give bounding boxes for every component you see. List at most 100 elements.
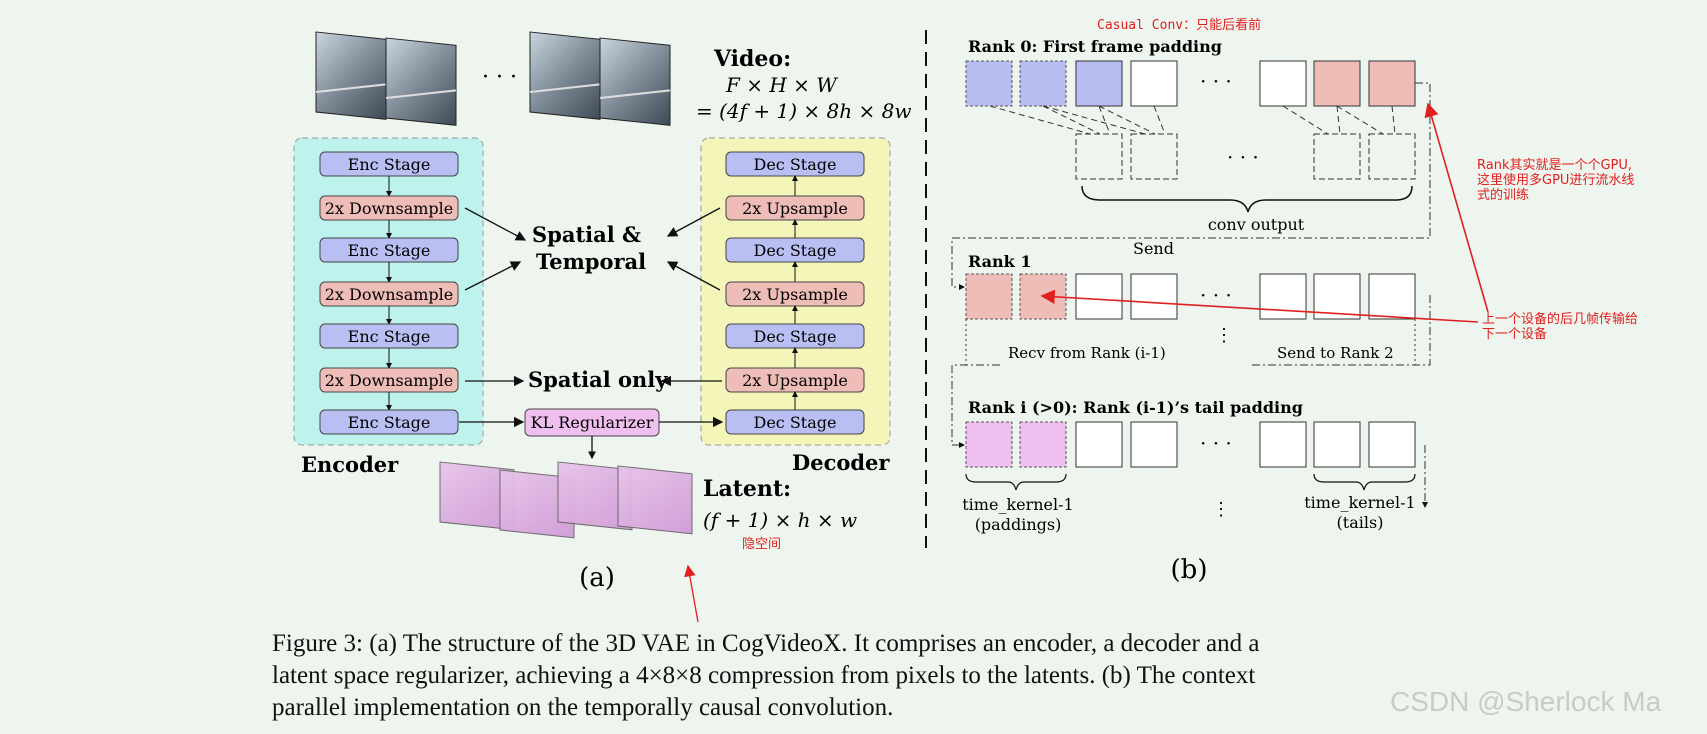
send-label: Send: [1133, 239, 1174, 258]
rank1-pad-1: [965, 273, 1013, 320]
send-to-path: [1252, 295, 1431, 366]
rank1-frame-4: [1313, 273, 1361, 320]
decoder-block-label-5: Dec Stage: [754, 327, 837, 346]
conv-out-4: [1368, 133, 1416, 180]
encoder-block-7: [319, 409, 459, 435]
recv-label: Recv from Rank (i-1): [1008, 344, 1166, 362]
conv-out-1: [1075, 133, 1123, 180]
conv-connect-lines: [989, 105, 1396, 135]
encoder-label: Encoder: [301, 452, 399, 477]
ranki-pad-2: [1019, 421, 1067, 468]
encoder-block-label-4: 2x Downsample: [325, 285, 454, 304]
ranki-frame-4: [1313, 421, 1361, 468]
rank1-frame-2: [1130, 273, 1178, 320]
time-kernel-left-1: time_kernel-1: [962, 495, 1073, 514]
send-path-rank0: [951, 82, 1431, 290]
ranki-frame-3: [1259, 421, 1307, 468]
spatial-temporal-label-1: Spatial &: [532, 222, 641, 247]
rank0-pad-2: [1019, 60, 1067, 107]
ranki-label: Rank i (>0): Rank (i-1)’s tail padding: [968, 398, 1303, 417]
decoder-block-label-6: 2x Upsample: [742, 371, 848, 390]
encoder-block-label-7: Enc Stage: [348, 413, 431, 432]
transfer-note-1: 上一个设备的后几帧传输给: [1482, 311, 1638, 327]
rank0-frame-4: [1313, 60, 1361, 107]
ranki-frame-2: [1130, 421, 1178, 468]
caption-line-2: latent space regularizer, achieving a 4×…: [272, 662, 1256, 689]
rank0-frame-3: [1259, 60, 1307, 107]
latent-note: 隐空间: [742, 537, 781, 552]
caption-line-3: parallel implementation on the temporall…: [272, 694, 894, 721]
annotation-arrow-rank1: [1040, 289, 1479, 323]
arrow-enc2-st: [464, 261, 522, 291]
time-kernel-right-2: (tails): [1337, 513, 1384, 532]
decoder-block-7: [725, 409, 865, 435]
conv-output-brace: [1081, 185, 1413, 213]
video-label: Video:: [713, 46, 791, 72]
recv-path: [951, 364, 1000, 448]
causal-conv-note: Casual Conv：只能后看前: [1097, 17, 1261, 33]
encoder-block-label-2: 2x Downsample: [325, 199, 454, 218]
latent-frames: [439, 461, 693, 539]
conv-ellipsis: · · ·: [1227, 145, 1259, 169]
conv-output-label: conv output: [1208, 215, 1305, 234]
arrow-dec2-st: [666, 261, 721, 291]
rank0-label: Rank 0: First frame padding: [968, 37, 1222, 56]
decoder-block-label-1: Dec Stage: [754, 155, 837, 174]
rank1-frame-3: [1259, 273, 1307, 320]
video-ellipsis: · · ·: [482, 65, 517, 90]
gpu-note-2: 这里使用多GPU进行流水线: [1477, 172, 1634, 188]
encoder-block-label-6: 2x Downsample: [325, 371, 454, 390]
tails-brace: [1313, 473, 1416, 491]
spatial-temporal-label-2: Temporal: [536, 249, 646, 274]
latent-label: Latent:: [703, 476, 791, 502]
figure-caption: Figure 3: (a) The structure of the 3D VA…: [272, 628, 1472, 724]
annotation-arrow-rank0: [1424, 102, 1489, 313]
latent-formula: (f + 1) × h × w: [703, 508, 857, 532]
ranki-ellipsis: · · ·: [1200, 431, 1232, 455]
rank0-frame-1: [1075, 60, 1123, 107]
encoder-block-label-3: Enc Stage: [348, 241, 431, 260]
kl-regularizer-label: KL Regularizer: [531, 413, 654, 432]
gpu-note-1: Rank其实就是一个个GPU,: [1477, 158, 1632, 173]
transfer-note-2: 下一个设备: [1482, 326, 1547, 342]
rank0-frame-2: [1130, 60, 1178, 107]
ranki-row: [965, 421, 1416, 468]
decoder-label: Decoder: [792, 450, 890, 475]
rank1-frame-5: [1368, 273, 1416, 320]
decoder-block-label-3: Dec Stage: [754, 241, 837, 260]
vertical-ellipsis-2: ⋮: [1212, 499, 1230, 520]
ranki-frame-5: [1368, 421, 1416, 468]
watermark: CSDN @Sherlock Ma: [1390, 686, 1662, 717]
arrow-dec1-st: [666, 207, 721, 237]
vertical-ellipsis-1: ⋮: [1215, 325, 1233, 346]
panel-a-label: (a): [579, 563, 615, 593]
rank0-row: [965, 60, 1416, 107]
video-frames: [315, 31, 671, 126]
gpu-note-3: 式的训练: [1477, 187, 1529, 203]
video-formula-2: = (4f + 1) × 8h × 8w: [696, 99, 911, 123]
decoder-block-label-7: Dec Stage: [754, 413, 837, 432]
conv-out-2: [1130, 133, 1178, 180]
caption-line-1: Figure 3: (a) The structure of the 3D VA…: [272, 630, 1260, 657]
spatial-only-label: Spatial only: [528, 367, 668, 392]
decoder-block-label-4: 2x Upsample: [742, 285, 848, 304]
rank1-label: Rank 1: [968, 252, 1031, 271]
encoder-block-label-5: Enc Stage: [348, 327, 431, 346]
ranki-pad-1: [965, 421, 1013, 468]
padding-brace: [965, 473, 1067, 491]
rank1-ellipsis: · · ·: [1200, 283, 1232, 307]
rank1-row: [965, 273, 1416, 320]
time-kernel-left-2: (paddings): [975, 515, 1062, 534]
ranki-frame-1: [1075, 421, 1123, 468]
arrow-enc1-st: [464, 207, 527, 241]
encoder-block-label-1: Enc Stage: [348, 155, 431, 174]
time-kernel-right-1: time_kernel-1: [1304, 493, 1415, 512]
decoder-block-label-2: 2x Upsample: [742, 199, 848, 218]
panel-b-label: (b): [1171, 555, 1208, 585]
annotation-arrow-latent: [684, 564, 699, 623]
send-to-label: Send to Rank 2: [1277, 344, 1394, 362]
rank0-pad-1: [965, 60, 1013, 107]
